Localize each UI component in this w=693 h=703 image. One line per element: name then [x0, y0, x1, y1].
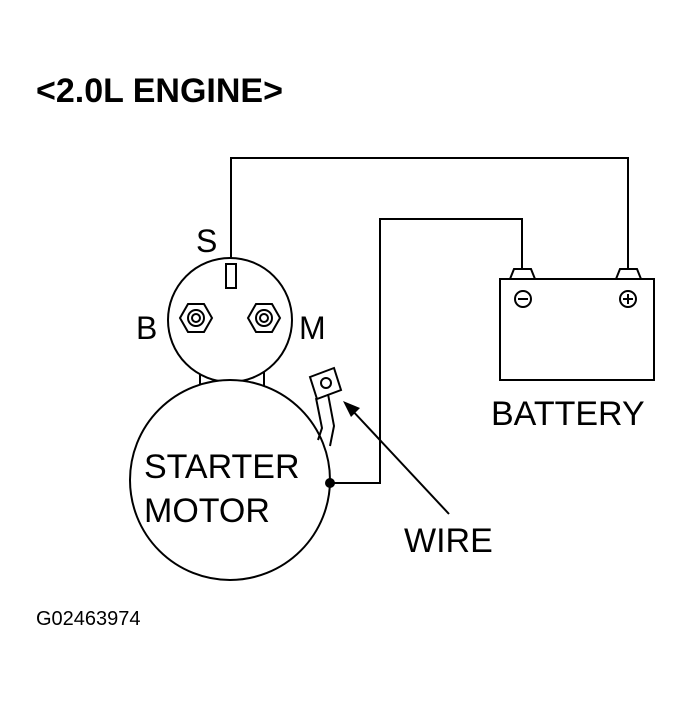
battery-negative-post: [508, 268, 537, 280]
solenoid: [167, 257, 293, 387]
diagram-title: <2.0L ENGINE>: [36, 72, 283, 110]
positive-terminal-icon: [619, 290, 637, 308]
b-terminal-label: B: [136, 310, 157, 346]
battery-positive-post: [614, 268, 643, 280]
battery: [499, 268, 655, 381]
motor-terminal-dot: [325, 478, 335, 488]
starter-motor-label-line2: MOTOR: [144, 492, 270, 530]
figure-code: G02463974: [36, 608, 141, 630]
s-to-positive-wire: [230, 157, 629, 268]
motor-to-negative-wire: [330, 218, 523, 484]
b-terminal-nut: [178, 303, 214, 333]
wire-pointer-arrow: [343, 401, 450, 515]
starter-motor-label-line1: STARTER: [144, 448, 300, 486]
negative-terminal-icon: [514, 290, 532, 308]
battery-label: BATTERY: [491, 395, 645, 433]
m-terminal-nut: [246, 303, 282, 333]
wire-label: WIRE: [404, 522, 493, 560]
s-terminal: [225, 263, 237, 289]
m-terminal-label: M: [299, 310, 326, 346]
battery-case: [499, 278, 655, 381]
ground-wire-bracket: [308, 366, 343, 447]
s-terminal-label: S: [196, 223, 217, 259]
